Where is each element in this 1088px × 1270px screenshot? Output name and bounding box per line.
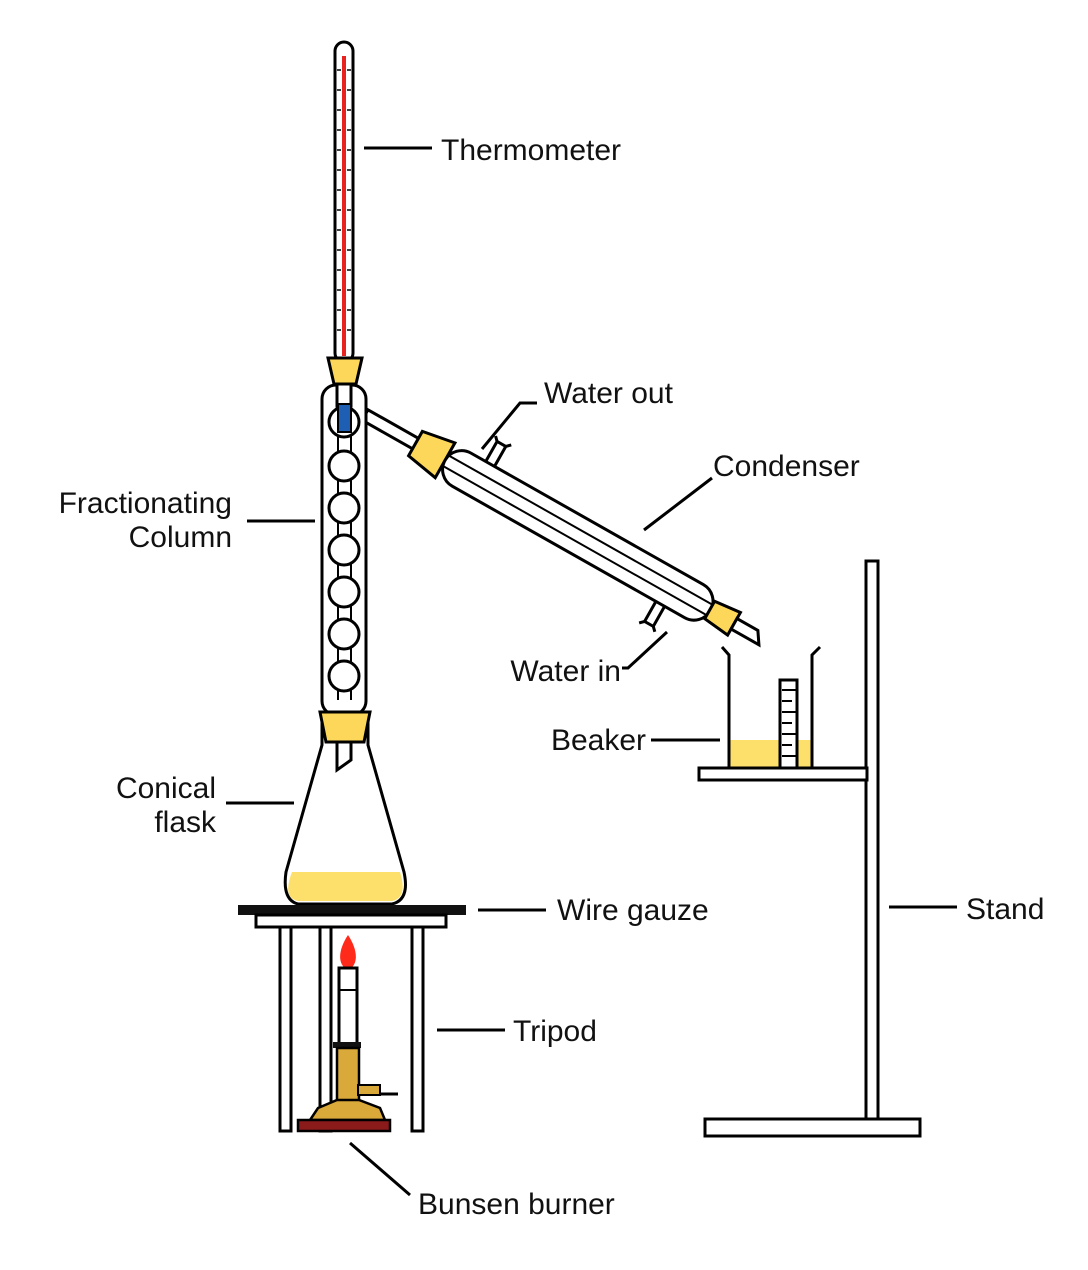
condenser [360,407,761,648]
thermometer [326,40,364,433]
beaker [720,645,822,770]
label-water-in: Water in [510,655,621,688]
flame [340,935,356,970]
label-tripod: Tripod [513,1015,597,1048]
labels: Thermometer Water out Condenser Fraction… [59,134,1045,1221]
leader-lines [226,146,957,1197]
label-beaker: Beaker [551,724,646,757]
label-stand: Stand [966,893,1044,926]
label-fractionating-column-line2: Column [129,521,232,554]
conical-flask [283,710,407,906]
fractionating-column [320,383,368,717]
wire-gauze [238,905,466,929]
label-fractionating-column-line1: Fractionating [59,487,232,520]
bunsen-burner [296,935,398,1133]
label-conical-flask-line2: flask [154,806,217,839]
thermometer-bulb [337,403,352,433]
burner-base [296,1118,392,1133]
label-conical-flask-line1: Conical [116,772,216,805]
label-wire-gauze: Wire gauze [557,894,709,927]
label-water-out: Water out [544,377,674,410]
label-thermometer: Thermometer [441,134,621,167]
stand [697,559,922,1138]
flask-liquid [288,872,403,901]
label-bunsen-burner: Bunsen burner [418,1188,615,1221]
label-condenser: Condenser [713,450,860,483]
beaker-liquid [729,740,811,768]
